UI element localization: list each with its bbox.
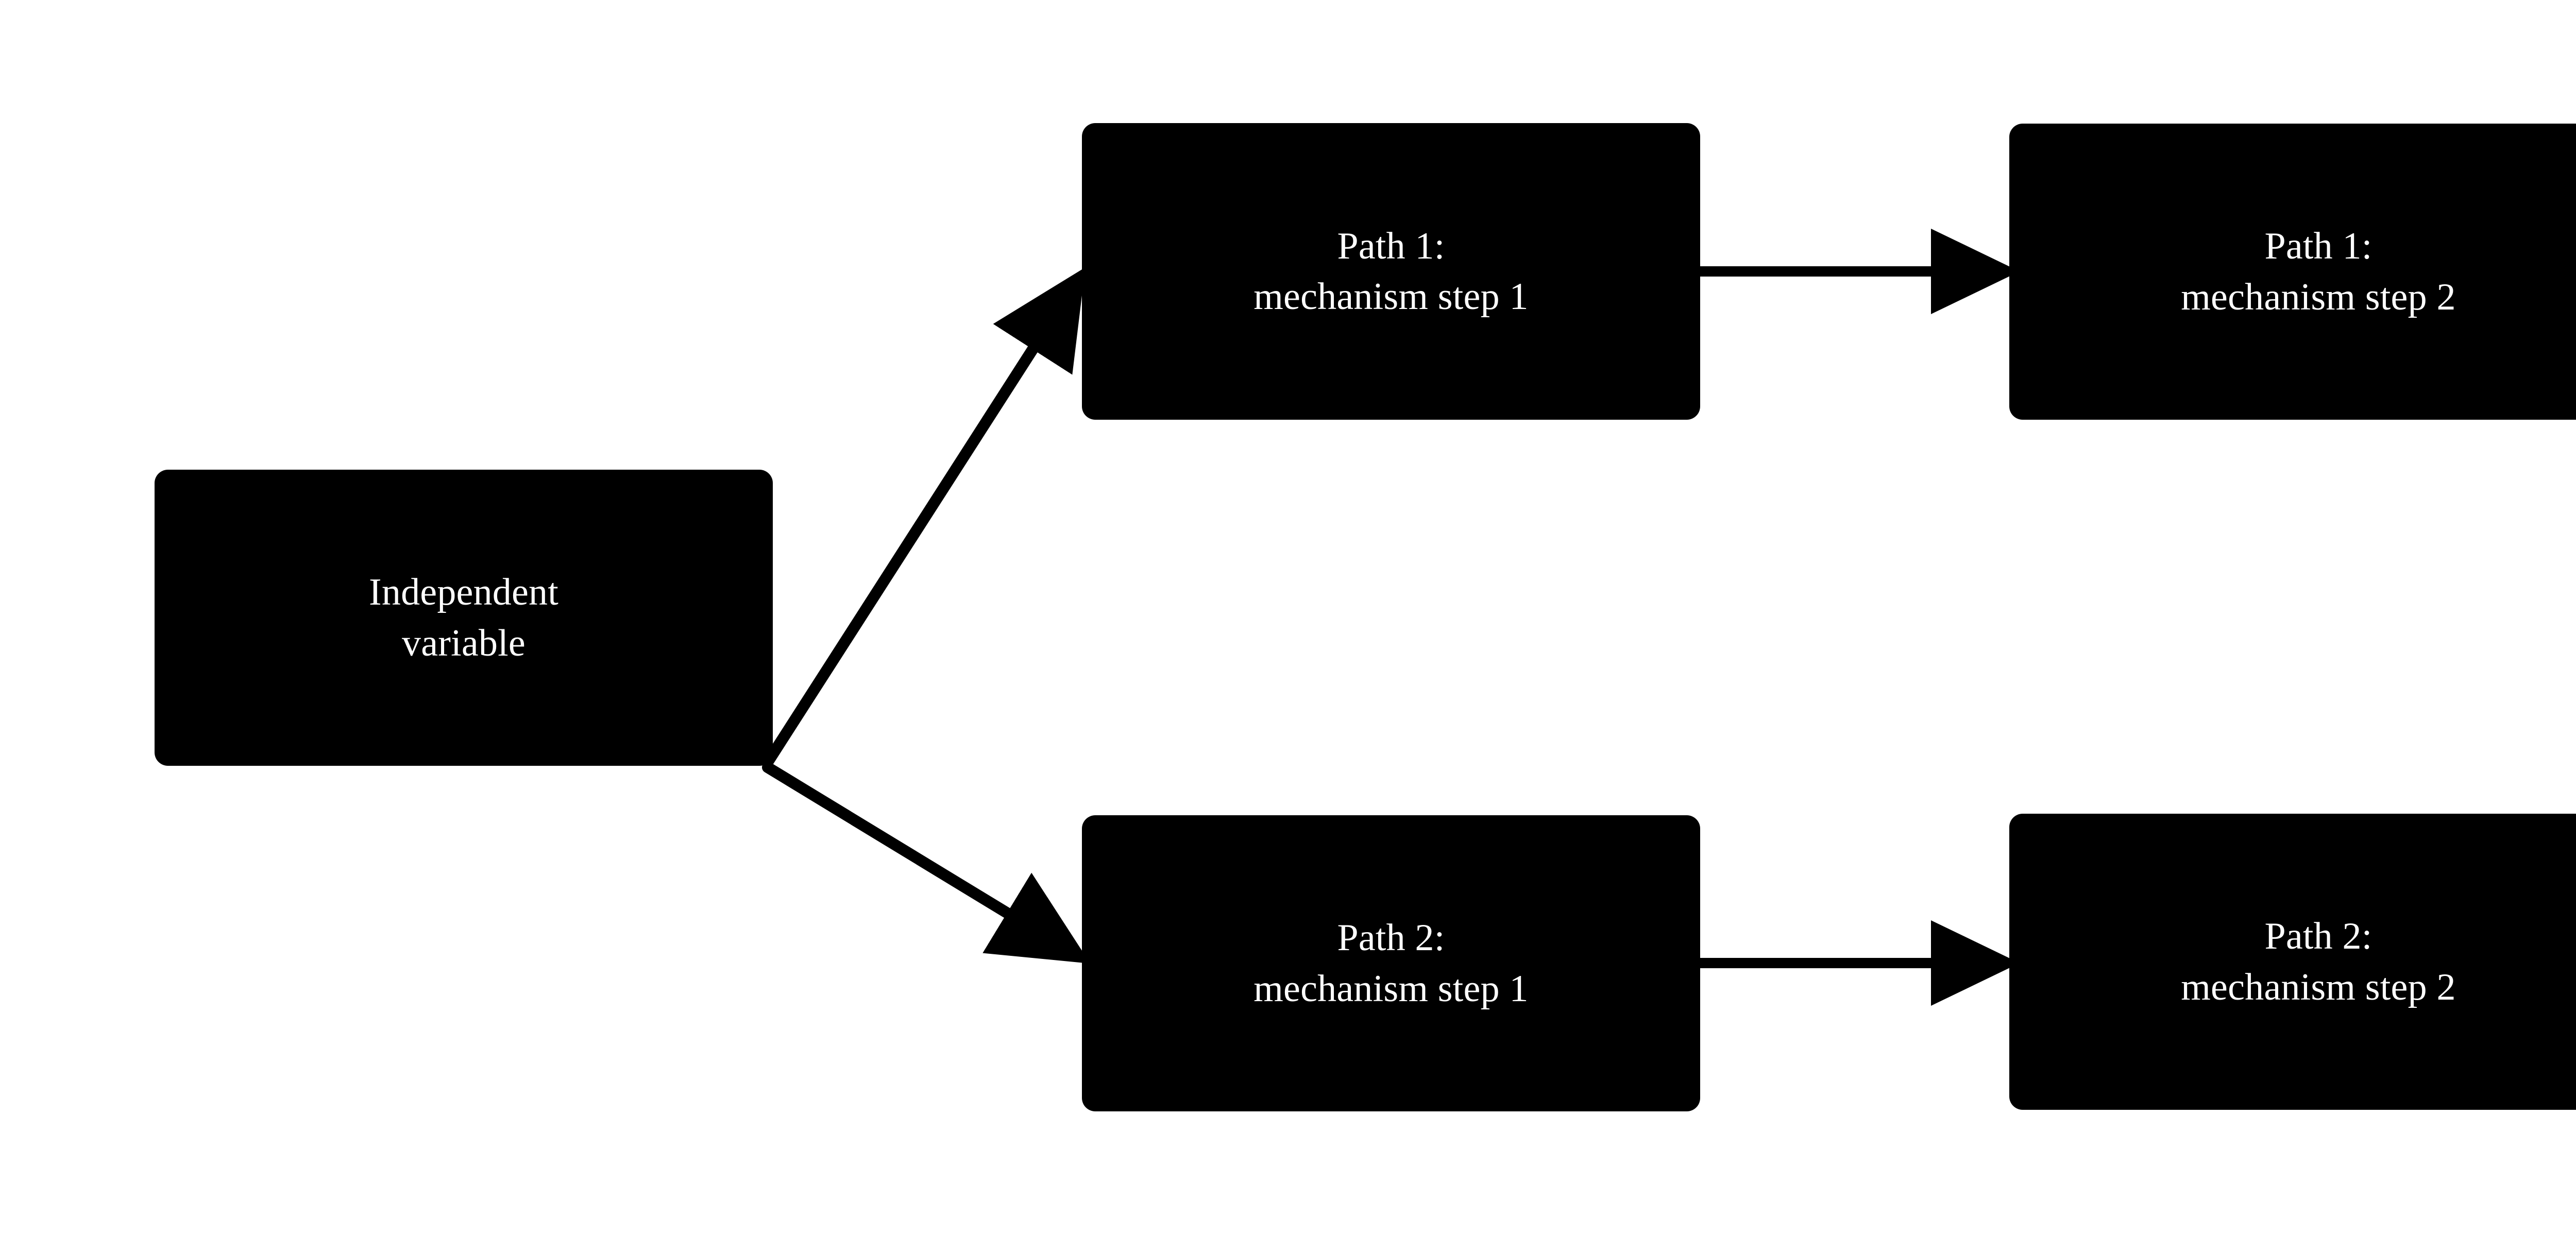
node-path2-mechanism-step-1[interactable]: Path 2: mechanism step 1 (1082, 815, 1700, 1111)
node-path1-mechanism-step-1[interactable]: Path 1: mechanism step 1 (1082, 123, 1700, 420)
node-independent-variable-line2: variable (402, 622, 526, 664)
node-path2-mechanism-step-1-line2: mechanism step 1 (1253, 967, 1529, 1010)
node-path2-mechanism-step-2[interactable]: Path 2: mechanism step 2 (2009, 814, 2576, 1110)
node-path2-mechanism-step-2-line2: mechanism step 2 (2181, 966, 2456, 1008)
node-path1-mechanism-step-2-line2: mechanism step 2 (2181, 276, 2456, 318)
edge-independent-to-path1-step1 (762, 267, 1086, 768)
node-independent-variable-line1: Independent (369, 571, 558, 614)
node-independent-variable[interactable]: Independent variable (155, 470, 773, 766)
edge-independent-to-path2-step1 (762, 762, 1091, 964)
node-path2-mechanism-step-2-line1: Path 2: (2264, 915, 2372, 958)
node-path1-mechanism-step-1-line1: Path 1: (1337, 225, 1445, 267)
node-path1-mechanism-step-2[interactable]: Path 1: mechanism step 2 (2009, 124, 2576, 420)
node-path2-mechanism-step-1-line1: Path 2: (1337, 917, 1445, 959)
node-path1-mechanism-step-2-line1: Path 1: (2264, 225, 2372, 268)
node-path1-mechanism-step-1-line2: mechanism step 1 (1253, 276, 1529, 318)
